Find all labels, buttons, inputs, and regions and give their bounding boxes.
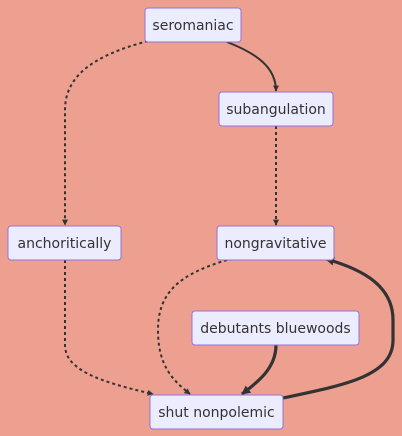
node-label: debutants bluewoods [200,321,350,337]
edge-debutants-bluewoods-to-shut-nonpolemic [241,344,278,396]
edge-seromaniac-to-subangulation [226,41,279,92]
node-label: nongravitative [224,236,326,252]
node-anchoritically[interactable]: anchoritically [7,225,122,261]
node-label: seromaniac [152,18,233,34]
edge-shut-nonpolemic-to-nongravitative [282,256,395,400]
node-seromaniac[interactable]: seromaniac [144,7,242,43]
edges-group [62,40,395,400]
node-label: shut nonpolemic [158,405,274,421]
node-shut-nonpolemic[interactable]: shut nonpolemic [149,394,284,430]
node-label: anchoritically [18,236,112,252]
node-debutants-bluewoods[interactable]: debutants bluewoods [191,310,360,346]
edge-seromaniac-to-anchoritically [62,40,149,226]
node-subangulation[interactable]: subangulation [218,91,334,127]
node-label: subangulation [226,102,326,118]
node-nongravitative[interactable]: nongravitative [216,225,335,261]
edge-anchoritically-to-shut-nonpolemic [64,260,154,396]
